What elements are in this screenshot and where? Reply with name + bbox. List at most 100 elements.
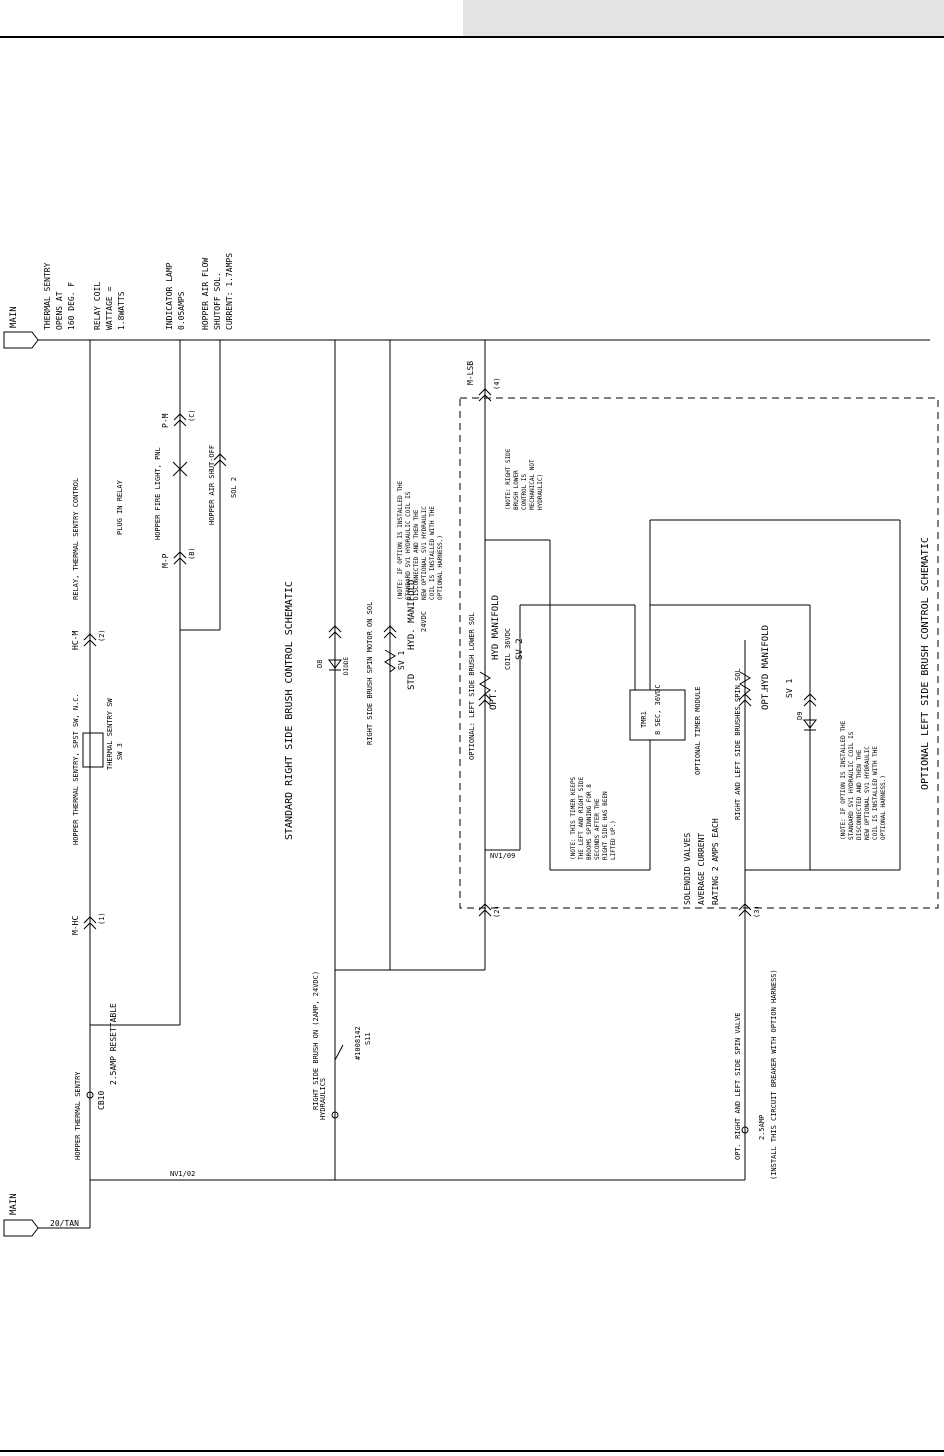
spec-7: 0.05AMPS [177,291,186,330]
opt-label-2: OPT. [761,688,771,710]
brush-switch-label: RIGHT SIDE BRUSH ON (2AMP, 24VDC) [312,971,320,1110]
main-label-top: MAIN [9,306,19,328]
opt-label: OPT. [489,688,499,710]
relay-label: RELAY, THERMAL SENTRY CONTROL [72,478,80,600]
note-opt-5: OPTIONAL HARNESS.) [880,775,887,840]
conn-m-hc: M-HC [71,916,80,935]
spec-0: THERMAL SENTRY [43,262,52,330]
conn-p-m: P-M [161,413,170,428]
diode-label: DIODE [343,657,350,675]
conn-c: (C) [188,409,196,422]
note-timer-2: BROOMS SPINNING FOR 8 [586,784,593,860]
main-label-bottom: MAIN [9,1193,19,1215]
d8-label: D8 [316,660,324,668]
header-rule [0,36,944,38]
wire-lines [3,331,930,1237]
timer-value-label: 8 SEC, 36VDC [654,684,662,735]
note-std-1: STANDARD SV1 HYDRAULIC COIL IS [405,491,412,600]
note-std-5: OPTIONAL HARNESS.) [437,535,444,600]
tmr1-label: TMR1 [640,711,648,728]
spec-4: WATTAGE = [105,286,114,330]
cb10-rating-label: 2.5AMP RESETTABLE [109,1003,118,1085]
spin-motor-label: RIGHT SIDE BRUSH SPIN MOTOR ON SOL [366,602,374,745]
conn-3: (3) [753,905,761,918]
sol2-label: SOL 2 [230,477,238,498]
solenoid-note-1: AVERAGE CURRENT [697,833,706,905]
conn-m-lsb-top: M-LSB [466,361,475,385]
hopper-thermal-sentry-label: HOPPER THERMAL SENTRY [74,1071,82,1160]
note-opt-0: (NOTE: IF OPTION IS INSTALLED THE [840,720,847,840]
sv2-label: SV 2 [515,638,525,660]
spec-3: RELAY COIL [93,282,102,330]
hyd-manifold3-label: HYD MANIFOLD [761,625,771,690]
cb10-label: CB10 [97,1091,106,1110]
spec-9: SHUTOFF SOL. [213,272,222,330]
lower-sol-label: OPTIONAL: LEFT SIDE BRUSH LOWER SOL [468,612,476,760]
header-tab [463,0,944,36]
conn-2: (2) [98,629,106,642]
note-std-3: NEW OPTIONAL SV1 HYDRAULIC [421,506,428,600]
conn-hc-m: HC-M [71,631,80,650]
std-label: STD [407,674,417,690]
s11-label: S11 [364,1032,372,1045]
spec-1: OPENS AT [55,291,64,330]
conn-m-p: M-P [161,553,170,568]
conn-b: (B) [188,547,196,560]
note-opt-1: STANDARD SV1 HYDRAULIC COIL IS [848,731,855,840]
note-brush-2: CONTROL IS [521,473,528,510]
conn-4: (4) [493,377,501,390]
schematic-labels: MAIN MAIN 20/TAN THERMAL SENTRY OPENS AT… [9,253,931,1228]
note-brush-1: BRUSH LOWER [513,470,520,510]
hyd-manifold-label: HYD. MANIFOLD [407,580,417,650]
d9-label: D9 [796,712,804,720]
note-brush-0: (NOTE: RIGHT SIDE [505,448,512,510]
part-no-label: #1008142 [354,1026,362,1060]
thermal-sentry-sw-label: THERMAL SENTRY SW [106,698,114,770]
note-opt-2: DISCONNECTED AND THEN THE [856,749,863,840]
note-brush-3: MECHANICAL NOT [529,459,536,510]
coil-label: COIL 36VDC [504,628,512,670]
ts-switch-label: HOPPER THERMAL SENTRY, SPST SW, N.C. [72,693,80,845]
sv1-label: SV 1 [397,651,406,670]
optional-region-border [459,397,939,909]
main-wire-label: 20/TAN [50,1219,79,1228]
solenoid-note-0: SOLENOID VALVES [683,833,692,905]
sw3-label: SW 3 [116,743,124,760]
spec-5: 1.8WATTS [117,291,126,330]
title-optional: OPTIONAL LEFT SIDE BRUSH CONTROL SCHEMAT… [920,537,931,790]
conn-1: (1) [98,912,106,925]
opt-spin-valve-label: OPT. RIGHT AND LEFT SIDE SPIN VALVE [734,1012,742,1160]
note-std-0: (NOTE: IF OPTION IS INSTALLED THE [397,480,404,600]
note-brush-4: HYDRAULIC) [537,474,544,510]
plug-in-relay-label: PLUG IN RELAY [116,479,124,535]
spec-2: 160 DEG. F [67,282,76,330]
note-timer-0: (NOTE: THIS TIMER KEEPS [570,777,577,860]
note-timer-4: RIGHT SIDE HAS BEEN [602,791,609,860]
v24-label: 24VDC [420,611,428,632]
note-timer-1: THE LEFT AND RIGHT SIDE [578,777,585,860]
solenoid-note-2: RATING 2 AMPS EACH [711,818,720,905]
node2-label: NV1/09 [490,852,515,860]
node-label: NV1/02 [170,1170,195,1178]
title-standard: STANDARD RIGHT SIDE BRUSH CONTROL SCHEMA… [284,581,295,840]
note-opt-4: COIL IS INSTALLED WITH THE [872,746,879,840]
air-shutoff-label: HOPPER AIR SHUT-OFF [208,445,216,525]
note-std-4: COIL IS INSTALLED WITH THE [429,506,436,600]
spec-8: HOPPER AIR FLOW [201,258,210,330]
cb-rating-label: 2.5AMP [758,1115,766,1140]
install-note-label: (INSTALL THIS CIRCUIT BREAKER WITH OPTIO… [770,969,778,1180]
sv1b-label: SV 1 [785,679,794,698]
spin-sol-label: RIGHT AND LEFT SIDE BRUSHES SPIN SOL [734,668,742,820]
spec-10: CURRENT: 1.7AMPS [225,253,234,330]
note-opt-3: NEW OPTIONAL SV1 HYDRAULIC [864,746,871,840]
note-timer-5: LIFTED UP.) [610,820,617,860]
note-timer-3: SECONDS AFTER THE [594,798,601,860]
hydraulics-label: HYDRAULICS [319,1078,327,1120]
spec-6: INDICATOR LAMP [165,262,174,330]
fire-light-label: HOPPER FIRE LIGHT, PNL [154,447,162,540]
conn-2b: (2) [493,905,501,918]
timer-module-label: OPTIONAL TIMER MODULE [694,686,702,775]
note-std-2: DISCONNECTED AND THEN THE [413,509,420,600]
footer-rule [0,1450,944,1452]
